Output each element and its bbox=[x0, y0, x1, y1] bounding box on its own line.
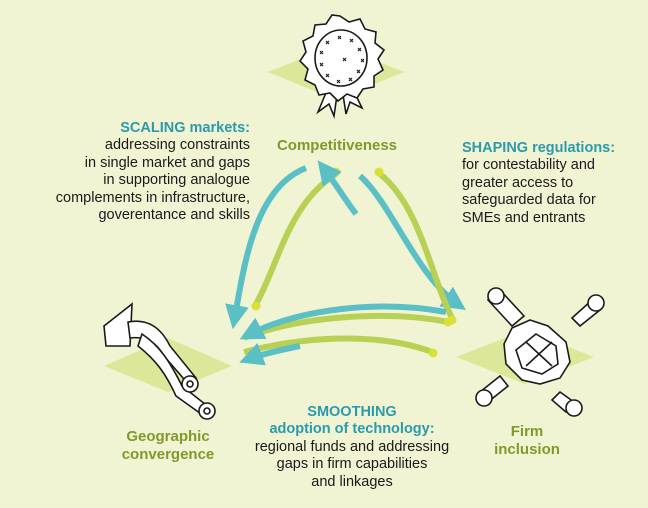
geographic-pointer-icon bbox=[103, 302, 216, 420]
shaping-text-block: SHAPING regulations: for contestability … bbox=[462, 140, 648, 227]
dot-top-right-a bbox=[374, 167, 384, 177]
dot-bottom-a bbox=[443, 317, 453, 327]
arrow-bottom-left-head bbox=[239, 342, 301, 366]
dot-bottom-b bbox=[428, 348, 438, 358]
arrow-bottom-upper bbox=[242, 312, 449, 341]
node-firm-line1: Firm bbox=[510, 423, 544, 440]
node-firm-line2: inclusion bbox=[494, 441, 560, 458]
smoothing-title-line2: adoption of technology: bbox=[269, 421, 435, 438]
smoothing-line: regional funds and addressing bbox=[254, 438, 450, 455]
node-geographic-line1: Geographic bbox=[126, 428, 210, 445]
node-firm-label: Firm inclusion bbox=[482, 423, 572, 459]
node-geographic-label: Geographic convergence bbox=[108, 428, 228, 464]
arrow-top-right-inner bbox=[378, 171, 455, 320]
scaling-line: in supporting analogue bbox=[103, 172, 250, 189]
scaling-text-block: SCALING markets: addressing constraints … bbox=[0, 120, 250, 224]
arrow-bottom-lower bbox=[243, 335, 434, 355]
node-geographic-line2: convergence bbox=[121, 446, 215, 463]
scaling-line: goverentance and skills bbox=[98, 206, 250, 223]
arrow-top-right-outer bbox=[357, 173, 466, 311]
eu-seal-rosette-icon bbox=[298, 14, 386, 119]
scaling-line: complements in infrastructure, bbox=[55, 189, 250, 206]
smoothing-title-line1: SMOOTHING bbox=[307, 404, 397, 420]
scaling-title: SCALING markets: bbox=[120, 120, 250, 136]
smoothing-text-block: SMOOTHING adoption of technology: region… bbox=[232, 404, 472, 491]
shaping-line: for contestability and bbox=[462, 157, 595, 174]
firm-gear-linkage-icon bbox=[475, 287, 605, 417]
scaling-line: in single market and gaps bbox=[84, 154, 250, 171]
dot-top-left-b bbox=[251, 301, 261, 311]
shaping-title: SHAPING regulations: bbox=[462, 140, 616, 156]
shaping-line: safeguarded data for bbox=[462, 192, 596, 209]
dot-top-left-a bbox=[331, 167, 341, 177]
smoothing-line: gaps in firm capabilities bbox=[276, 456, 428, 473]
arrow-bottom-upper-teal bbox=[239, 303, 447, 340]
smoothing-line: and linkages bbox=[311, 473, 393, 490]
scaling-line: addressing constraints bbox=[104, 137, 250, 154]
node-competitiveness-label: Competitiveness bbox=[276, 137, 398, 154]
shaping-line: SMEs and entrants bbox=[462, 209, 586, 226]
shaping-line: greater access to bbox=[462, 174, 574, 191]
arrow-top-left-outer bbox=[225, 165, 308, 330]
arrow-right-top bbox=[317, 160, 359, 216]
